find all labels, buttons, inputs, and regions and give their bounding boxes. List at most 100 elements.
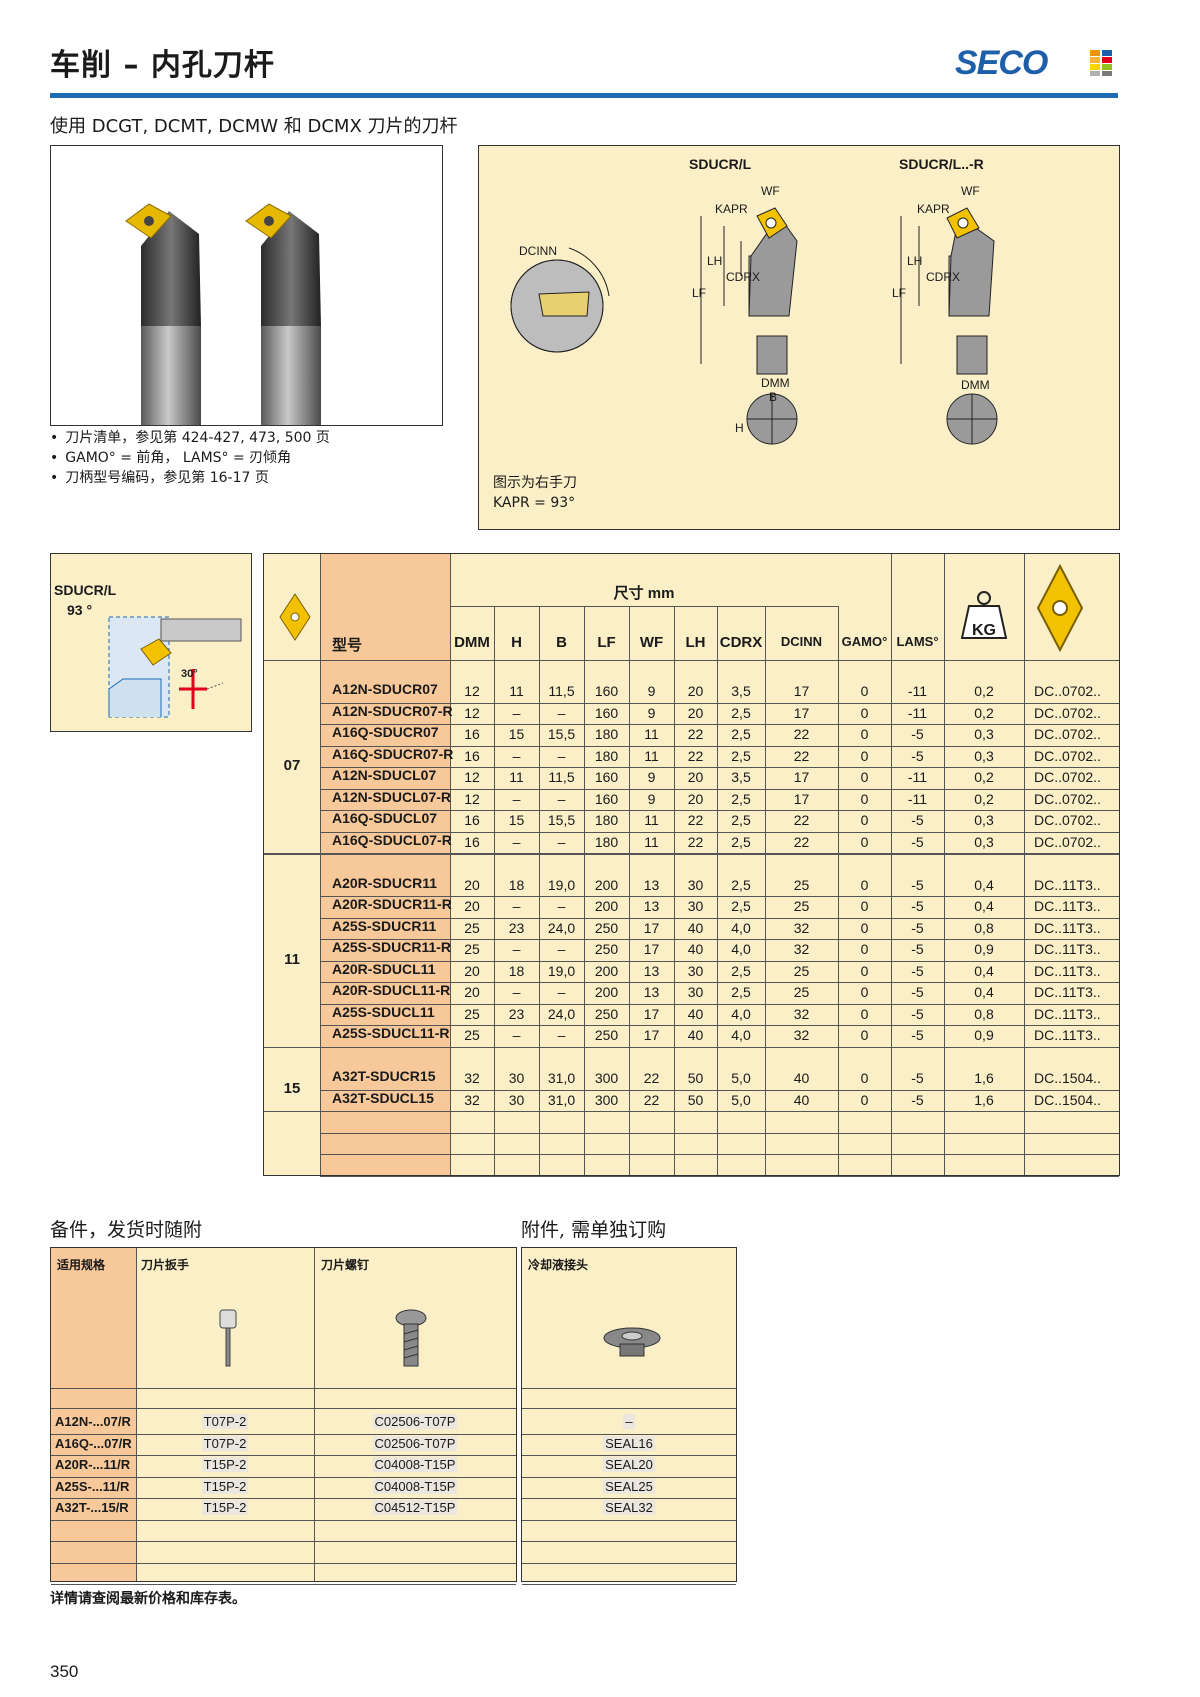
table-rule	[51, 1476, 516, 1478]
table-rule	[717, 606, 718, 1175]
coolant-seal-icon	[603, 1327, 661, 1357]
table-rule	[522, 1562, 736, 1564]
table-cell: -5	[911, 1005, 924, 1022]
table-cell: 11,5	[548, 683, 575, 699]
table-cell: 18	[508, 876, 525, 893]
table-cell: 200	[594, 876, 619, 893]
table-cell: 20	[687, 790, 704, 807]
table-cell: 0	[860, 962, 869, 979]
label-lf-right: LF	[892, 286, 907, 300]
table-cell: –	[557, 984, 566, 1000]
optional-parts-title: 附件, 需单独订购	[521, 1219, 667, 1241]
model-code: A16Q-SDUCL07-R	[332, 831, 452, 848]
page-subtitle: 使用 DCGT, DCMT, DCMW 和 DCMX 刀片的刀杆	[50, 116, 458, 137]
table-cell: 18	[508, 962, 525, 979]
table-cell: –	[512, 833, 521, 850]
table-cell: 17	[793, 790, 810, 807]
table-cell: 2,5	[731, 726, 751, 742]
table-cell: 23	[508, 1005, 525, 1022]
table-cell: 0	[860, 1027, 869, 1043]
table-cell: 160	[594, 769, 619, 785]
model-code: A12N-SDUCL07	[332, 767, 437, 783]
model-code: A20R-SDUCL11-R	[332, 982, 451, 998]
table-cell: 32	[793, 919, 810, 936]
insert-key-icon	[219, 1309, 237, 1367]
table-cell: 1,6	[974, 1070, 994, 1086]
table-rule	[320, 1132, 1119, 1134]
diagram-title-left: SDUCR/L	[689, 156, 752, 172]
table-cell: 0	[860, 1070, 869, 1086]
table-cell: 250	[594, 1005, 619, 1022]
table-cell: 32	[793, 1027, 810, 1043]
table-cell: 25	[464, 1005, 480, 1022]
table-cell: 23	[508, 919, 525, 936]
boring-bar-photo-icon	[125, 203, 321, 425]
table-cell: 0	[860, 984, 869, 1000]
table-cell: 4,0	[731, 919, 751, 936]
table-cell: DC..0702..	[1034, 726, 1101, 742]
table-cell: 40	[687, 1005, 704, 1022]
coolant-seal-code: SEAL32	[603, 1500, 655, 1515]
table-cell: 0,9	[974, 941, 994, 957]
table-cell: 2,5	[731, 747, 751, 764]
table-cell: –	[557, 1027, 566, 1043]
table-cell: 11	[644, 747, 659, 764]
table-cell: 22	[793, 726, 810, 742]
table-cell: 0,2	[974, 704, 994, 721]
table-rule	[450, 554, 451, 1175]
table-cell: DC..1504..	[1034, 1091, 1101, 1108]
table-cell: 160	[594, 683, 619, 699]
table-cell: DC..0702..	[1034, 769, 1101, 785]
table-cell: 30	[687, 984, 704, 1000]
model-header: 型号	[332, 637, 363, 654]
column-header-cdrx: CDRX	[719, 634, 763, 651]
approach-angle: 93 °	[67, 602, 93, 618]
model-code: A20R-SDUCL11	[332, 960, 436, 977]
table-cell: 25	[464, 1027, 480, 1043]
table-cell: 17	[793, 683, 810, 699]
table-cell: 22	[643, 1091, 660, 1108]
model-code: A25S-SDUCL11	[332, 1003, 435, 1020]
table-rule	[320, 831, 1119, 833]
table-cell: 30	[508, 1091, 525, 1108]
table-cell: 0,3	[974, 812, 994, 828]
product-photo	[50, 145, 443, 426]
table-cell: DC..0702..	[1034, 833, 1101, 850]
table-cell: 20	[464, 876, 480, 893]
table-cell: 4,0	[731, 1005, 751, 1022]
table-cell: 200	[594, 898, 619, 914]
table-cell: 32	[793, 941, 810, 957]
table-cell: 40	[793, 1091, 810, 1108]
table-rule	[264, 1047, 1119, 1048]
column-header-gamo: GAMO°	[841, 634, 888, 649]
table-cell: 32	[464, 1091, 480, 1108]
coolant-seal-code: SEAL20	[603, 1457, 655, 1472]
table-cell: 25	[464, 919, 480, 936]
table-cell: 25	[793, 962, 810, 979]
table-cell: 0	[860, 790, 869, 807]
table-cell: 9	[647, 704, 656, 721]
table-cell: 20	[464, 962, 480, 979]
table-cell: 32	[464, 1070, 480, 1086]
table-cell: 17	[643, 919, 660, 936]
table-cell: 22	[687, 833, 704, 850]
model-code: A25S-SDUCR11	[332, 917, 437, 934]
table-cell: 20	[687, 683, 704, 699]
table-rule	[522, 1584, 736, 1585]
table-rule	[522, 1519, 736, 1521]
table-cell: 31,0	[547, 1070, 576, 1086]
table-rule	[51, 1562, 516, 1564]
table-cell: 5,0	[731, 1070, 751, 1086]
table-rule	[320, 982, 1119, 983]
table-cell: 250	[594, 919, 619, 936]
table-cell: 0,4	[974, 984, 994, 1000]
seco-logo: SECO	[955, 44, 1048, 82]
table-cell: –	[557, 941, 566, 957]
table-cell: 32	[793, 1005, 810, 1022]
model-code: A25S-SDUCL11-R	[332, 1025, 450, 1041]
table-cell: 19,0	[547, 876, 576, 893]
table-rule	[320, 939, 1119, 940]
weight-icon	[961, 591, 1007, 639]
table-cell: 11	[644, 726, 659, 742]
diagram-title-right: SDUCR/L..-R	[899, 156, 984, 172]
